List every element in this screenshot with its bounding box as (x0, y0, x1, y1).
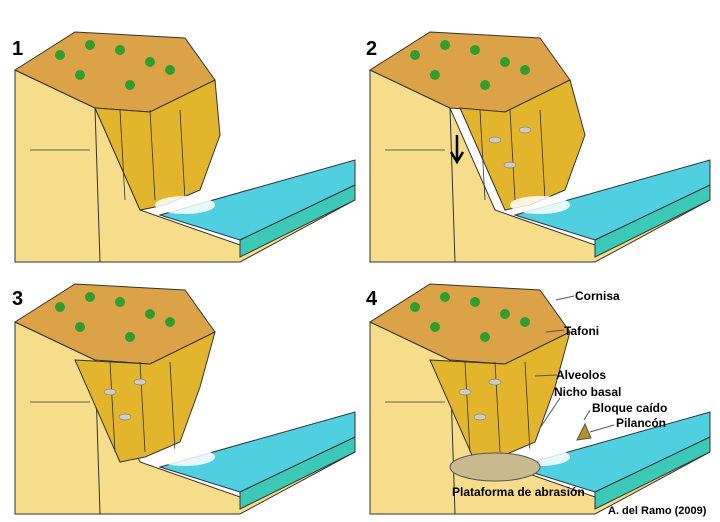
panel-4 (368, 283, 711, 515)
sea-front (594, 184, 711, 258)
vegetation-icon (430, 70, 440, 80)
cliff-crack (494, 361, 501, 453)
panel-2-number: 2 (366, 38, 377, 60)
wave-foam (510, 196, 570, 214)
nicho-basal-arrow (539, 397, 561, 429)
cliff-crack (109, 361, 116, 453)
vegetation-icon (410, 302, 420, 312)
panel-1-number: 1 (12, 38, 23, 60)
tafoni-hole (133, 378, 147, 386)
label-plataforma: Plataforma de abrasión (452, 485, 585, 499)
vegetation-icon (520, 317, 530, 327)
fallen-block (576, 422, 592, 441)
credit: A. del Ramo (2009) (608, 505, 707, 517)
label-alveolos: Alveolos (556, 368, 606, 382)
cliff-crack (179, 109, 186, 201)
cliff-crack (149, 109, 156, 201)
vegetation-icon (470, 45, 480, 55)
pilancon-arrow (589, 424, 615, 433)
vegetation-icon (440, 40, 450, 50)
wave-foam (155, 448, 215, 466)
vegetation-icon (115, 45, 125, 55)
tafoni-hole (118, 413, 132, 421)
vegetation-icon (440, 292, 450, 302)
cliff-face (94, 79, 221, 211)
tafoni-hole (103, 388, 117, 396)
panel-3-number: 3 (12, 288, 23, 310)
vegetation-icon (145, 57, 155, 67)
vegetation-icon (500, 57, 510, 67)
label-tafoni: Tafoni (564, 324, 599, 338)
cliff-crack (524, 361, 531, 453)
vegetation-icon (85, 40, 95, 50)
vegetation-icon (470, 297, 480, 307)
panel-4-number: 4 (366, 288, 378, 310)
vegetation-icon (75, 70, 85, 80)
cliff-crack (169, 361, 176, 453)
label-nicho-basal: Nicho basal (554, 385, 621, 399)
panel-2 (368, 31, 711, 263)
label-bloque-caido: Bloque caído (592, 401, 667, 415)
vegetation-icon (75, 322, 85, 332)
tafoni-hole (488, 136, 502, 144)
vegetation-icon (520, 65, 530, 75)
block-edge (94, 107, 101, 263)
tafoni-arrow (545, 329, 565, 333)
cliff-crack (119, 109, 126, 201)
cornisa-arrow (555, 295, 575, 301)
vegetation-icon (85, 292, 95, 302)
wave-foam (155, 196, 215, 214)
tafoni-hole (503, 161, 517, 169)
cliff-crack (479, 109, 486, 201)
vegetation-icon (165, 65, 175, 75)
vegetation-icon (115, 297, 125, 307)
panel-4-annotations (534, 295, 615, 433)
vegetation-icon (480, 80, 490, 90)
vegetation-icon (480, 332, 490, 342)
sea-front (239, 436, 356, 510)
vegetation-icon (125, 80, 135, 90)
label-cornisa: Cornisa (575, 289, 620, 303)
vegetation-icon (500, 309, 510, 319)
cliff-crack (139, 361, 146, 453)
vegetation-icon (430, 322, 440, 332)
vegetation-icon (165, 317, 175, 327)
cliff-crack (464, 361, 471, 453)
label-pilancon: Pilancón (616, 416, 666, 430)
tafoni-hole (488, 378, 502, 386)
basal-notch (449, 452, 541, 482)
tafoni-hole (458, 388, 472, 396)
alveolos-arrow (534, 374, 558, 377)
panel-3 (13, 283, 356, 515)
cliff-crack (539, 109, 546, 201)
cliff-face (459, 79, 586, 211)
sea-front (239, 184, 356, 258)
vegetation-icon (145, 309, 155, 319)
bloque-caido-arrow (583, 409, 591, 421)
tafoni-hole (473, 413, 487, 421)
vegetation-icon (55, 50, 65, 60)
panel-1 (13, 31, 356, 263)
tafoni-hole (518, 126, 532, 134)
down-arrow-icon (449, 135, 465, 165)
sea-front (594, 436, 711, 510)
block-edge (449, 107, 456, 263)
vegetation-icon (410, 50, 420, 60)
vegetation-icon (125, 332, 135, 342)
cliff-crack (509, 109, 516, 201)
vegetation-icon (55, 302, 65, 312)
